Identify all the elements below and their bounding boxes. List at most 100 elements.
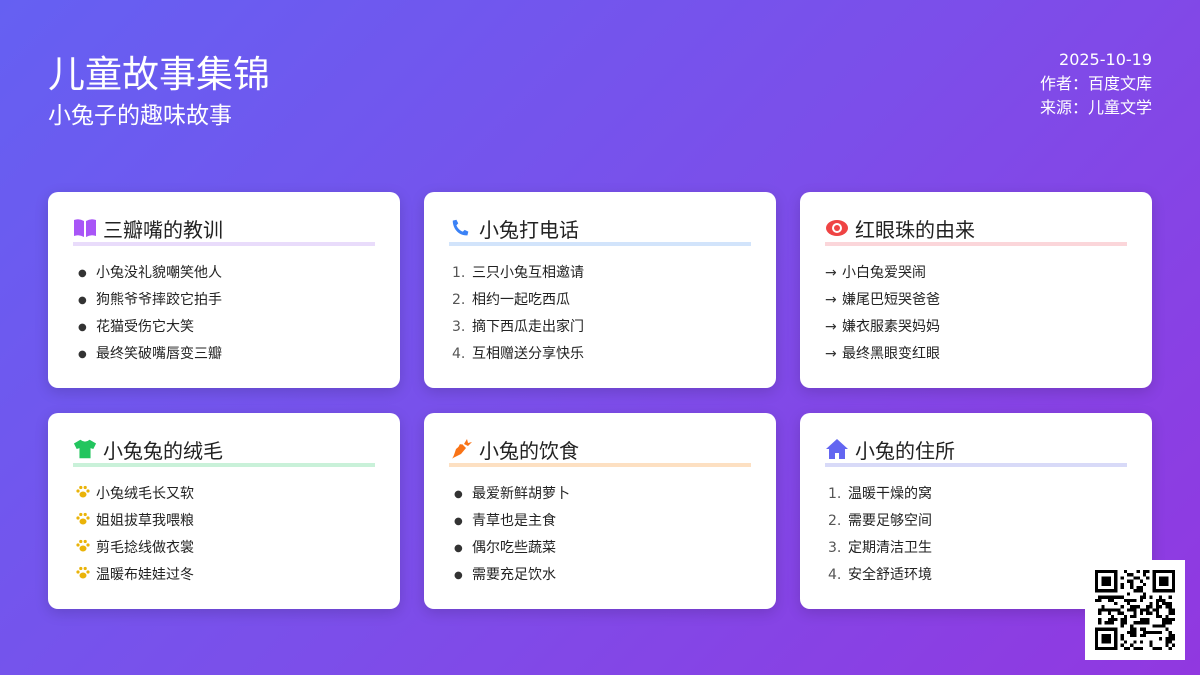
author: 作者：百度文库 <box>1039 74 1152 93</box>
card-title: 小兔的住所 <box>855 438 955 463</box>
list-item: → 最终黑眼变红眼 <box>825 341 1127 368</box>
card-list: 小兔绒毛长又软姐姐拔草我喂粮剪毛捻线做衣裳温暖布娃娃过冬 <box>73 481 375 589</box>
arrow-icon: → <box>825 292 837 308</box>
bullet-icon: ● <box>78 268 87 279</box>
list-item: ●小兔没礼貌嘲笑他人 <box>73 260 375 287</box>
bullet-icon: ● <box>78 295 87 306</box>
eye-icon <box>825 217 849 239</box>
list-item-text: 最终黑眼变红眼 <box>842 346 940 362</box>
list-item-text: 嫌衣服素哭妈妈 <box>842 319 940 335</box>
list-item: 小兔绒毛长又软 <box>73 481 375 508</box>
source: 来源：儿童文学 <box>1039 98 1152 117</box>
arrow-icon: → <box>825 265 837 281</box>
list-item-text: 花猫受伤它大笑 <box>96 319 194 335</box>
list-item-text: 嫌尾巴短哭爸爸 <box>842 292 940 308</box>
list-item-text: 定期清洁卫生 <box>848 540 932 556</box>
list-item: ● 需要充足饮水 <box>449 562 751 589</box>
list-item: ● 青草也是主食 <box>449 508 751 535</box>
house-icon <box>825 438 849 460</box>
list-number: 2. <box>452 292 466 308</box>
list-item: 2. 需要足够空间 <box>825 508 1127 535</box>
card-header: 三瓣嘴的教训 <box>73 216 375 246</box>
list-item-text: 需要足够空间 <box>848 513 932 529</box>
list-item-text: 青草也是主食 <box>472 513 556 529</box>
list-number: 1. <box>828 486 842 502</box>
card-list: ● 最爱新鲜胡萝卜 ● 青草也是主食 ● 偶尔吃些蔬菜 ● 需要充足饮水 <box>449 481 751 589</box>
list-item: ● 最爱新鲜胡萝卜 <box>449 481 751 508</box>
list-number: 3. <box>452 319 466 335</box>
story-card: 小兔的饮食 ● 最爱新鲜胡萝卜 ● 青草也是主食 ● 偶尔吃些蔬菜 ● 需要充足饮水 <box>424 413 776 609</box>
paw-icon <box>76 481 96 508</box>
list-item-text: 小兔绒毛长又软 <box>96 486 194 502</box>
paw-icon <box>76 562 96 589</box>
carrot-icon <box>449 438 473 460</box>
paw-icon <box>76 508 96 535</box>
list-number: 3. <box>828 540 842 556</box>
card-title: 三瓣嘴的教训 <box>103 217 223 242</box>
list-item-text: 最终笑破嘴唇变三瓣 <box>96 346 222 362</box>
list-number: 4. <box>828 567 842 583</box>
card-title: 小兔的饮食 <box>479 438 579 463</box>
card-list: 1. 温暖干燥的窝 2. 需要足够空间 3. 定期清洁卫生 4. 安全舒适环境 <box>825 481 1127 589</box>
list-number: 2. <box>828 513 842 529</box>
page-title: 儿童故事集锦 <box>48 53 270 96</box>
list-item: ● 花猫受伤它大笑 <box>73 314 375 341</box>
list-item-text: 安全舒适环境 <box>848 567 932 583</box>
list-number: 4. <box>452 346 466 362</box>
list-item-text: 最爱新鲜胡萝卜 <box>472 486 570 502</box>
card-title: 小兔打电话 <box>479 217 579 242</box>
meta-info: 2025-10-19 作者：百度文库 来源：儿童文学 <box>1040 48 1152 120</box>
card-header: 小兔兔的绒毛 <box>73 437 375 467</box>
story-card: 小兔兔的绒毛小兔绒毛长又软姐姐拔草我喂粮剪毛捻线做衣裳温暖布娃娃过冬 <box>48 413 400 609</box>
list-item-text: 需要充足饮水 <box>472 567 556 583</box>
list-item: ● 最终笑破嘴唇变三瓣 <box>73 341 375 368</box>
list-item: ● 狗熊爷爷摔跤它拍手 <box>73 287 375 314</box>
list-item-text: 狗熊爷爷摔跤它拍手 <box>96 292 222 308</box>
list-item-text: 相约一起吃西瓜 <box>472 292 570 308</box>
list-item: 3. 定期清洁卫生 <box>825 535 1127 562</box>
date: 2025-10-19 <box>1059 50 1152 69</box>
card-header: 小兔打电话 <box>449 216 751 246</box>
list-item: 1. 三只小兔互相邀请 <box>449 260 751 287</box>
story-card: 红眼珠的由来→小白兔爱哭闹→嫌尾巴短哭爸爸→嫌衣服素哭妈妈→最终黑眼变红眼 <box>800 192 1152 388</box>
list-item-text: 互相赠送分享快乐 <box>472 346 584 362</box>
list-item: → 嫌尾巴短哭爸爸 <box>825 287 1127 314</box>
card-list: 1. 三只小兔互相邀请 2. 相约一起吃西瓜 3. 摘下西瓜走出家门 4. 互相赠送分享快乐 <box>449 260 751 368</box>
story-card: 三瓣嘴的教训●小兔没礼貌嘲笑他人●狗熊爷爷摔跤它拍手●花猫受伤它大笑●最终笑破嘴… <box>48 192 400 388</box>
card-list: → 小白兔爱哭闹 → 嫌尾巴短哭爸爸 → 嫌衣服素哭妈妈 → 最终黑眼变红眼 <box>825 260 1127 368</box>
bullet-icon: ● <box>454 543 463 554</box>
list-item: 温暖布娃娃过冬 <box>73 562 375 589</box>
list-item-text: 三只小兔互相邀请 <box>472 265 584 281</box>
arrow-icon: → <box>825 319 837 335</box>
list-item-text: 小白兔爱哭闹 <box>842 265 926 281</box>
bullet-icon: ● <box>454 489 463 500</box>
qr-code <box>1085 560 1185 660</box>
list-item: 1. 温暖干燥的窝 <box>825 481 1127 508</box>
list-item: 剪毛捻线做衣裳 <box>73 535 375 562</box>
list-item-text: 剪毛捻线做衣裳 <box>96 540 194 556</box>
story-card: 小兔打电话 1. 三只小兔互相邀请 2. 相约一起吃西瓜 3. 摘下西瓜走出家门 4. 互相赠送… <box>424 192 776 388</box>
list-item-text: 偶尔吃些蔬菜 <box>472 540 556 556</box>
bullet-icon: ● <box>454 570 463 581</box>
list-item: ● 偶尔吃些蔬菜 <box>449 535 751 562</box>
shirt-icon <box>73 438 97 460</box>
bullet-icon: ● <box>78 322 87 333</box>
arrow-icon: → <box>825 346 837 362</box>
list-item-text: 温暖干燥的窝 <box>848 486 932 502</box>
card-list: ●小兔没礼貌嘲笑他人●狗熊爷爷摔跤它拍手●花猫受伤它大笑●最终笑破嘴唇变三瓣 <box>73 260 375 368</box>
phone-icon <box>449 217 473 239</box>
bullet-icon: ● <box>78 349 87 360</box>
list-item: 4. 安全舒适环境 <box>825 562 1127 589</box>
list-number: 1. <box>452 265 466 281</box>
card-header: 小兔的住所 <box>825 437 1127 467</box>
bullet-icon: ● <box>454 516 463 527</box>
list-item: → 嫌衣服素哭妈妈 <box>825 314 1127 341</box>
book-icon <box>73 217 97 239</box>
paw-icon <box>76 535 96 562</box>
page-subtitle: 小兔子的趣味故事 <box>48 103 232 129</box>
list-item-text: 温暖布娃娃过冬 <box>96 567 194 583</box>
list-item: → 小白兔爱哭闹 <box>825 260 1127 287</box>
list-item-text: 姐姐拔草我喂粮 <box>96 513 194 529</box>
list-item: 姐姐拔草我喂粮 <box>73 508 375 535</box>
list-item-text: 摘下西瓜走出家门 <box>472 319 584 335</box>
